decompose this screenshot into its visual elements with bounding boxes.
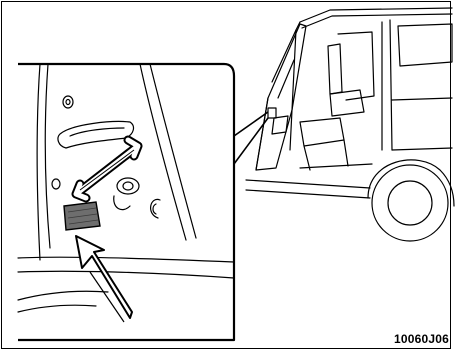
callout-leader xyxy=(234,112,268,164)
figure-code-label: 10060J06 xyxy=(394,332,449,346)
latch-plate xyxy=(64,202,100,230)
vehicle-drawing xyxy=(246,8,454,241)
detail-inset xyxy=(18,64,234,340)
inset-border xyxy=(18,64,234,340)
